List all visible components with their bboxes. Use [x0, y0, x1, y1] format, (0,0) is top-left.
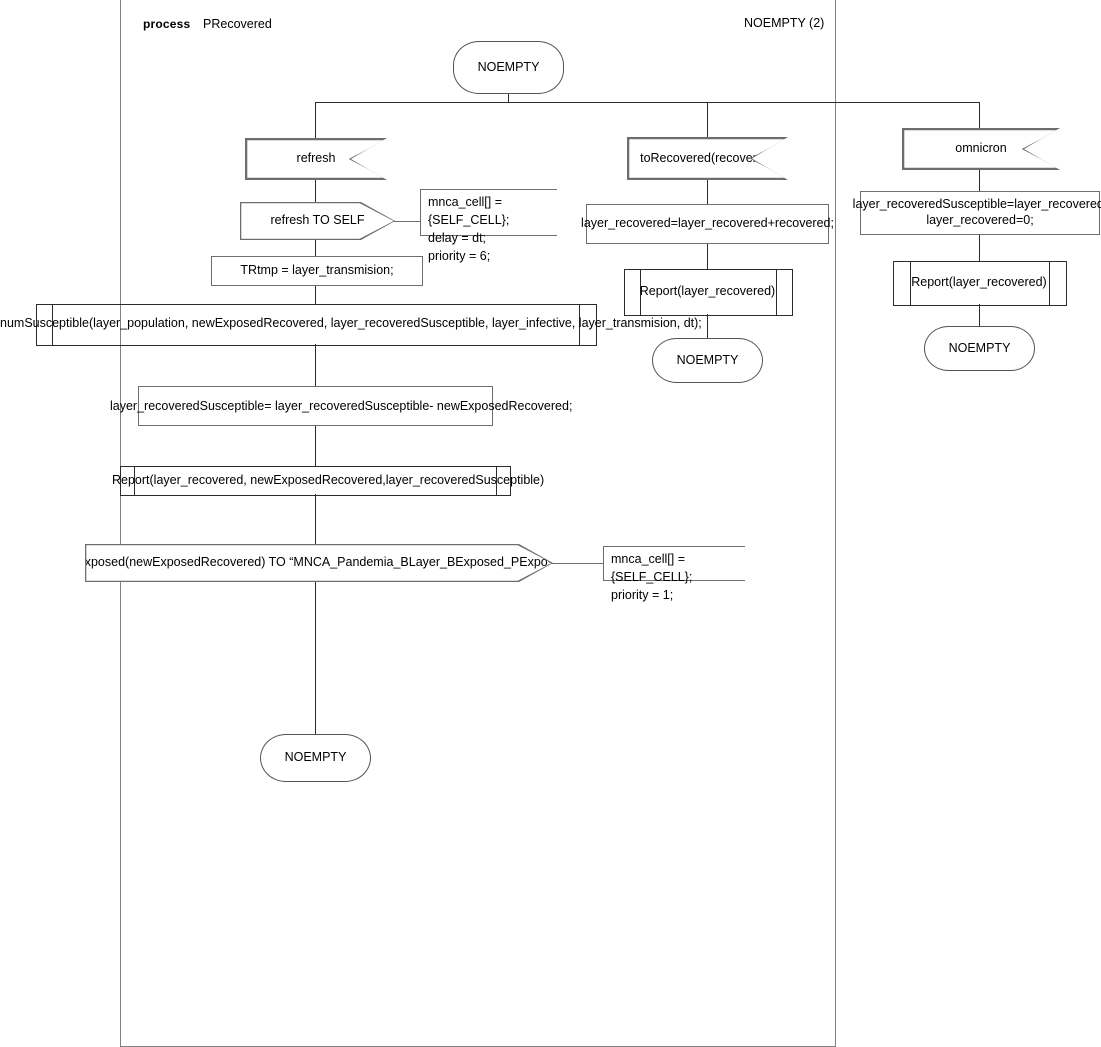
process-keyword: process — [143, 17, 191, 31]
procedure-report-right[interactable] — [893, 261, 1067, 306]
comment-leader-refresh-to-self — [393, 221, 421, 222]
comment-refresh-to-self: mnca_cell[] = {SELF_CELL}; delay = dt; p… — [420, 189, 557, 263]
procedure-bar-left — [910, 262, 911, 305]
input-refresh-label: refresh — [296, 151, 336, 166]
task-reset-recovered[interactable]: layer_recoveredSusceptible=layer_recover… — [853, 191, 1101, 235]
branch-bus — [315, 102, 980, 103]
input-omnicron[interactable]: omnicron — [902, 128, 1060, 170]
connector-report-to-state-right — [979, 304, 980, 326]
connector-report-to-toexposed — [315, 494, 316, 544]
process-name: PRecovered — [203, 17, 272, 31]
procedure-bar-right — [1049, 262, 1050, 305]
procedure-bar-left — [640, 270, 641, 315]
connector-bus-to-refresh — [315, 102, 316, 138]
connector-output-to-trtmp — [315, 240, 316, 256]
state-end-left[interactable]: NOEMPTY — [260, 734, 371, 782]
connector-omnicron-to-task — [979, 170, 980, 191]
output-toexposed[interactable]: toExposed(newExposedRecovered) TO “MNCA_… — [85, 544, 553, 582]
output-toexposed-label: toExposed(newExposedRecovered) TO “MNCA_… — [65, 555, 573, 570]
state-end-right-label: NOEMPTY — [948, 340, 1011, 355]
state-end-middle-label: NOEMPTY — [676, 352, 739, 367]
procedure-bar-right — [579, 305, 580, 345]
state-end-right[interactable]: NOEMPTY — [924, 326, 1035, 371]
procedure-bar-left — [134, 467, 135, 495]
connector-torecovered-to-task — [707, 180, 708, 204]
state-end-left-label: NOEMPTY — [284, 750, 347, 765]
procedure-bar-right — [496, 467, 497, 495]
connector-bus-to-torecovered — [707, 102, 708, 137]
connector-task-to-report-right — [979, 235, 980, 261]
task-accumulate-recovered-label: layer_recovered=layer_recovered+recovere… — [581, 216, 834, 231]
connector-toexposed-to-state — [315, 582, 316, 734]
task-accumulate-recovered[interactable]: layer_recovered=layer_recovered+recovere… — [581, 204, 834, 244]
state-start[interactable]: NOEMPTY — [453, 41, 564, 94]
input-omnicron-label: omnicron — [955, 141, 1007, 156]
output-refresh-to-self-label: refresh TO SELF — [270, 213, 365, 228]
connector-task-to-report — [315, 426, 316, 466]
page-label: NOEMPTY (2) — [744, 16, 825, 30]
connector-trtmp-to-numsusceptible — [315, 286, 316, 304]
comment-leader-toexposed — [551, 563, 604, 564]
task-trtmp-label: TRtmp = layer_transmision; — [240, 263, 394, 278]
state-start-label: NOEMPTY — [477, 59, 540, 74]
state-end-middle[interactable]: NOEMPTY — [652, 338, 763, 383]
connector-refresh-to-output — [315, 180, 316, 202]
connector-bus-to-omnicron — [979, 102, 980, 128]
connector-start-to-bus — [508, 94, 509, 103]
connector-report-to-state-middle — [707, 314, 708, 338]
procedure-report-middle[interactable] — [624, 269, 793, 316]
task-update-recoveredsusceptible[interactable] — [138, 386, 493, 426]
procedure-numsusceptible[interactable] — [36, 304, 597, 346]
procedure-report-left[interactable] — [120, 466, 511, 496]
procedure-bar-right — [776, 270, 777, 315]
connector-task-to-report-middle — [707, 244, 708, 269]
connector-numsusceptible-to-task — [315, 344, 316, 386]
task-trtmp[interactable]: TRtmp = layer_transmision; — [211, 256, 423, 286]
comment-toexposed: mnca_cell[] = {SELF_CELL}; priority = 1; — [603, 546, 745, 602]
procedure-bar-left — [52, 305, 53, 345]
task-reset-recovered-label: layer_recoveredSusceptible=layer_recover… — [852, 197, 1101, 227]
